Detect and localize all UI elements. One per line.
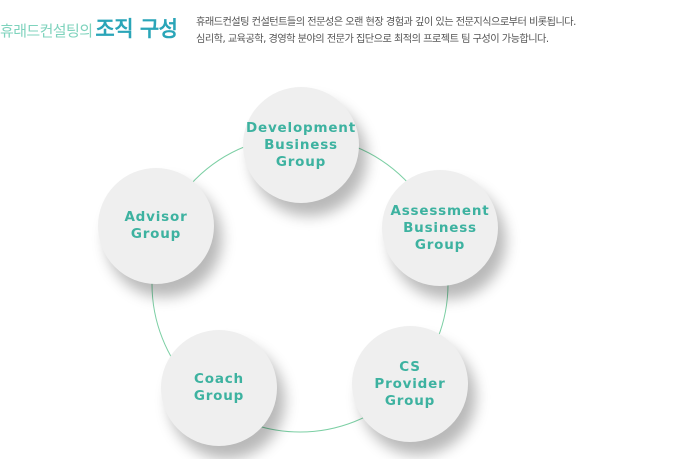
- description-line-2: 심리학, 교육공학, 경영학 분야의 전문가 집단으로 최적의 프로젝트 팀 구…: [196, 34, 549, 45]
- node-label: Development Business Group: [246, 119, 356, 170]
- node-label: Advisor Group: [124, 209, 188, 242]
- description: 휴래드컨설팅 컨설턴트들의 전문성은 오랜 현장 경험과 깊이 있는 전문지식으…: [196, 14, 691, 48]
- node-label: CS Provider Group: [374, 358, 446, 409]
- title-prefix: 휴래드컨설팅의: [0, 22, 93, 40]
- node-advisor-group: Advisor Group: [98, 168, 214, 284]
- node-assessment-group: Assessment Business Group: [382, 170, 498, 286]
- node-label: Assessment Business Group: [390, 202, 490, 253]
- node-coach-group: Coach Group: [161, 330, 277, 446]
- node-label: Coach Group: [193, 371, 245, 404]
- title-main: 조직 구성: [95, 17, 178, 41]
- description-line-1: 휴래드컨설팅 컨설턴트들의 전문성은 오랜 현장 경험과 깊이 있는 전문지식으…: [196, 17, 576, 28]
- node-cs-provider-group: CS Provider Group: [352, 326, 468, 442]
- node-development-group: Development Business Group: [243, 87, 359, 203]
